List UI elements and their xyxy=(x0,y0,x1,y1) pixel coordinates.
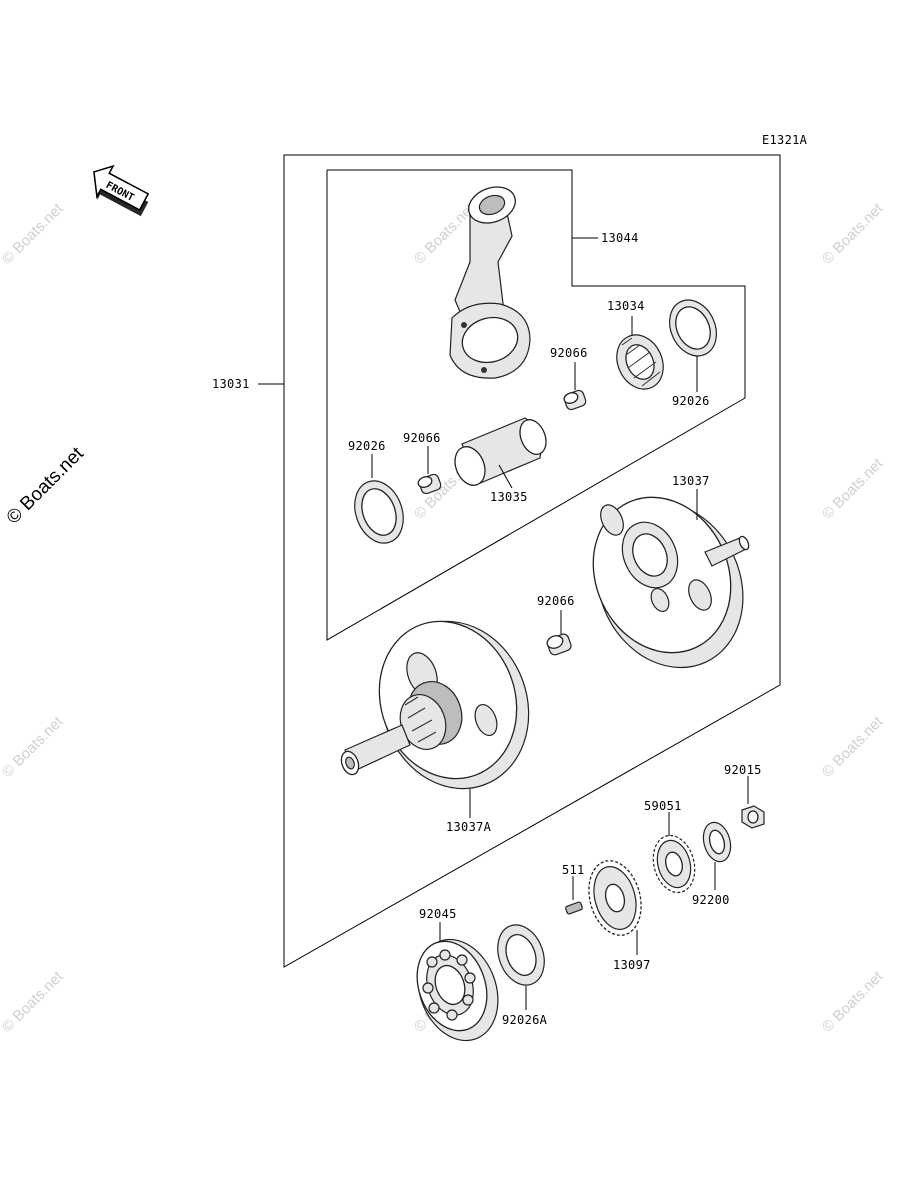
watermark-9: © Boats.net xyxy=(0,968,67,1036)
leader-13035 xyxy=(498,464,513,489)
washer-92200 xyxy=(702,821,732,863)
watermark-1: © Boats.net xyxy=(0,200,67,268)
label-59051: 59051 xyxy=(644,799,682,813)
pin-92066-middle xyxy=(417,473,442,495)
label-13037A: 13037A xyxy=(446,820,492,834)
label-92026-left: 92026 xyxy=(348,439,386,453)
key-511 xyxy=(565,901,583,915)
crank-pin-13035 xyxy=(454,417,547,486)
label-13044: 13044 xyxy=(601,231,639,245)
thrust-washer-92026-right xyxy=(668,299,718,357)
pin-92066-lower xyxy=(546,633,572,656)
label-13031: 13031 xyxy=(212,377,250,391)
label-92066-lower: 92066 xyxy=(537,594,575,608)
label-511: 511 xyxy=(562,863,585,877)
watermark-3: © Boats.net xyxy=(819,200,887,268)
assembly-frame-13031 xyxy=(283,154,781,968)
watermark-8: © Boats.net xyxy=(819,713,887,781)
watermark-6: © Boats.net xyxy=(0,713,67,781)
label-92066-upper: 92066 xyxy=(550,346,588,360)
label-92045: 92045 xyxy=(419,907,457,921)
label-13034: 13034 xyxy=(607,299,645,313)
label-92015: 92015 xyxy=(724,763,762,777)
ball-bearing-92045 xyxy=(416,938,499,1042)
pin-92066-upper xyxy=(563,389,587,411)
front-arrow-icon: FRONT xyxy=(93,164,150,217)
watermark-5: © Boats.net xyxy=(819,455,887,523)
label-13037: 13037 xyxy=(672,474,710,488)
label-13097: 13097 xyxy=(613,958,651,972)
assembly-frame-13044 xyxy=(326,169,746,641)
label-92026-right: 92026 xyxy=(672,394,710,408)
watermark-11: © Boats.net xyxy=(819,968,887,1036)
crankshaft-half-13037 xyxy=(592,496,750,669)
watermark-large: © Boats.net xyxy=(3,443,89,529)
connecting-rod xyxy=(449,186,531,379)
gear-59051 xyxy=(652,834,696,894)
label-92026A: 92026A xyxy=(502,1013,548,1027)
washer-92026A xyxy=(497,924,545,986)
label-92200: 92200 xyxy=(692,893,730,907)
nut-92015 xyxy=(741,805,765,829)
crankshaft-half-13037A xyxy=(340,620,530,790)
diagram-code: E1321A xyxy=(762,133,808,147)
gear-13097 xyxy=(588,860,642,936)
needle-bearing-13034 xyxy=(616,334,664,390)
label-13035: 13035 xyxy=(490,490,528,504)
label-92066-middle: 92066 xyxy=(403,431,441,445)
thrust-washer-92026-left xyxy=(354,480,404,544)
